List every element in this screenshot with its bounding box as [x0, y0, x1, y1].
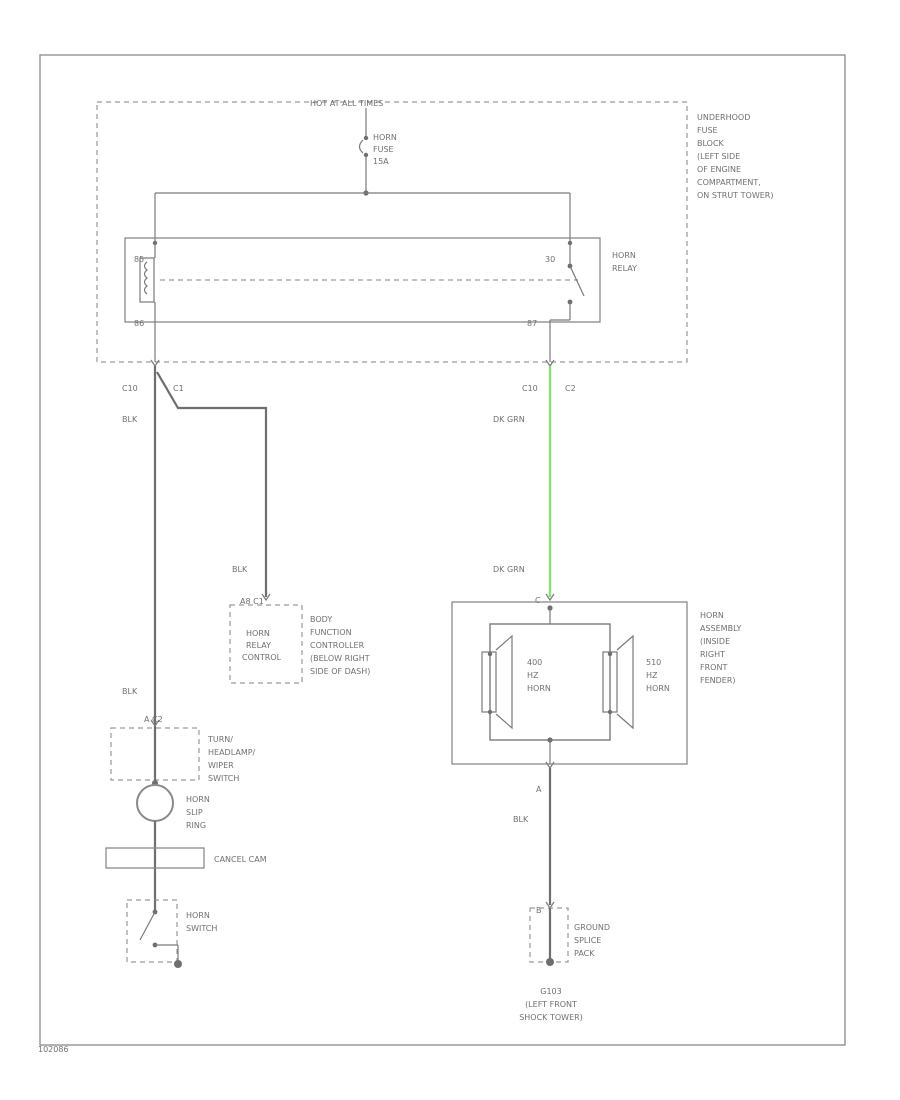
- relay-coil: [139, 257, 155, 303]
- diagram-frame: [39, 54, 846, 1046]
- ground-splice-label-3: PACK: [574, 949, 595, 958]
- fuse-block-label-4: (LEFT SIDE: [697, 152, 740, 161]
- slip-label-3: RING: [186, 821, 206, 830]
- ground-splice-label-2: SPLICE: [574, 936, 601, 945]
- fuse-block-label-3: BLOCK: [697, 139, 725, 148]
- horn-left-label-3: HORN: [527, 684, 551, 693]
- horn-asm-label-2: ASSEMBLY: [700, 624, 741, 633]
- wire-blk-label-1: BLK: [122, 415, 138, 424]
- cancel-cam-label: CANCEL CAM: [214, 855, 267, 864]
- slip-label-1: HORN: [186, 795, 210, 804]
- relay-coil-winding: [143, 261, 148, 295]
- turn-label-3: WIPER: [208, 761, 234, 770]
- ground-label-1: G103: [540, 987, 561, 996]
- fuse-block-label-6: COMPARTMENT,: [697, 178, 761, 187]
- fuse-block-box: [96, 101, 688, 363]
- horn-switch-label-1: HORN: [186, 911, 210, 920]
- fuse-block-label-2: FUSE: [697, 126, 718, 135]
- horn-asm-label-6: FENDER): [700, 676, 736, 685]
- relay-switch-blade: [569, 265, 585, 297]
- bfc-label-5: SIDE OF DASH): [310, 667, 370, 676]
- fuse-label-1: HORN: [373, 133, 397, 142]
- fuse-label-3: 15A: [373, 157, 389, 166]
- horn-asm-conn-label: C: [535, 596, 541, 605]
- turn-label-1: TURN/: [207, 735, 233, 744]
- horn-slip-ring: [136, 784, 174, 822]
- fuse-block-label-1: UNDERHOOD: [697, 113, 750, 122]
- horn-asm-label-5: FRONT: [700, 663, 727, 672]
- turn-label-2: HEADLAMP/: [208, 748, 256, 757]
- ground-label-2: (LEFT FRONT: [525, 1000, 577, 1009]
- horn-switch-box: [126, 899, 178, 963]
- conn-left-c1: C1: [173, 384, 184, 393]
- horn-right-label-1: 510: [646, 658, 661, 667]
- slip-label-2: SLIP: [186, 808, 203, 817]
- figure-id: 102086: [38, 1045, 69, 1054]
- conn-right-c2: C2: [565, 384, 576, 393]
- ground-splice-label-1: GROUND: [574, 923, 610, 932]
- horn-parallel-circuit: [489, 623, 611, 741]
- relay-label-1: HORN: [612, 251, 636, 260]
- horn-asm-label-4: RIGHT: [700, 650, 725, 659]
- bfc-label-2: FUNCTION: [310, 628, 352, 637]
- bfc-label-3: CONTROLLER: [310, 641, 365, 650]
- horn-assembly-connector-chevron: [545, 593, 555, 602]
- bfc-box: [229, 604, 303, 684]
- horn-asm-pin-label: A: [536, 785, 542, 794]
- horn-assembly-box: [451, 601, 688, 765]
- relay-pin-30: 30: [545, 255, 555, 264]
- ground-conn-label: B: [536, 906, 542, 915]
- horn-switch-label-2: SWITCH: [186, 924, 217, 933]
- horn-510hz-icon: [602, 634, 634, 730]
- relay-label-2: RELAY: [612, 264, 637, 273]
- bfc-box-label-3: CONTROL: [242, 653, 282, 662]
- fuse-element: [358, 139, 364, 154]
- horn-left-label-2: HZ: [527, 671, 539, 680]
- wire-dkgrn-label-1: DK GRN: [493, 415, 525, 424]
- horn-switch-blade: [139, 911, 156, 941]
- wire-dkgrn-label-2: DK GRN: [493, 565, 525, 574]
- wire-blk-label-2: BLK: [232, 565, 248, 574]
- fuse-label-2: FUSE: [373, 145, 394, 154]
- bfc-label-1: BODY: [310, 615, 332, 624]
- relay-pin-85: 85: [134, 255, 144, 264]
- horn-switch-ground-icon: [174, 960, 182, 968]
- relay-pin-87: 87: [527, 319, 537, 328]
- bfc-label-4: (BELOW RIGHT: [310, 654, 370, 663]
- turn-connector-label: A C2: [144, 715, 163, 724]
- bfc-connector-label: A8 C1: [240, 597, 264, 606]
- horn-right-label-2: HZ: [646, 671, 658, 680]
- hot-at-all-times-label: HOT AT ALL TIMES: [310, 99, 383, 108]
- conn-left-c10: C10: [122, 384, 138, 393]
- ground-icon: [546, 958, 554, 966]
- horn-right-label-3: HORN: [646, 684, 670, 693]
- bfc-box-label-2: RELAY: [246, 641, 271, 650]
- fuse-block-label-5: OF ENGINE: [697, 165, 741, 174]
- bfc-connector-chevron: [261, 593, 271, 602]
- conn-right-c10: C10: [522, 384, 538, 393]
- horn-asm-label-1: HORN: [700, 611, 724, 620]
- cancel-cam: [105, 847, 205, 869]
- horn-relay-box: [124, 237, 601, 323]
- relay-pin-86: 86: [134, 319, 144, 328]
- horn-asm-label-3: (INSIDE: [700, 637, 730, 646]
- blk-wire-bfc-branch: [156, 371, 268, 597]
- horn-400hz-icon: [481, 634, 513, 730]
- turn-label-4: SWITCH: [208, 774, 239, 783]
- fuse-block-label-7: ON STRUT TOWER): [697, 191, 773, 200]
- horn-left-label-1: 400: [527, 658, 542, 667]
- wire-blk-label-3: BLK: [122, 687, 138, 696]
- ground-label-3: SHOCK TOWER): [519, 1013, 583, 1022]
- fuse-terminal-top: [363, 135, 369, 141]
- bfc-box-label-1: HORN: [246, 629, 270, 638]
- wire-blk-label-4: BLK: [513, 815, 529, 824]
